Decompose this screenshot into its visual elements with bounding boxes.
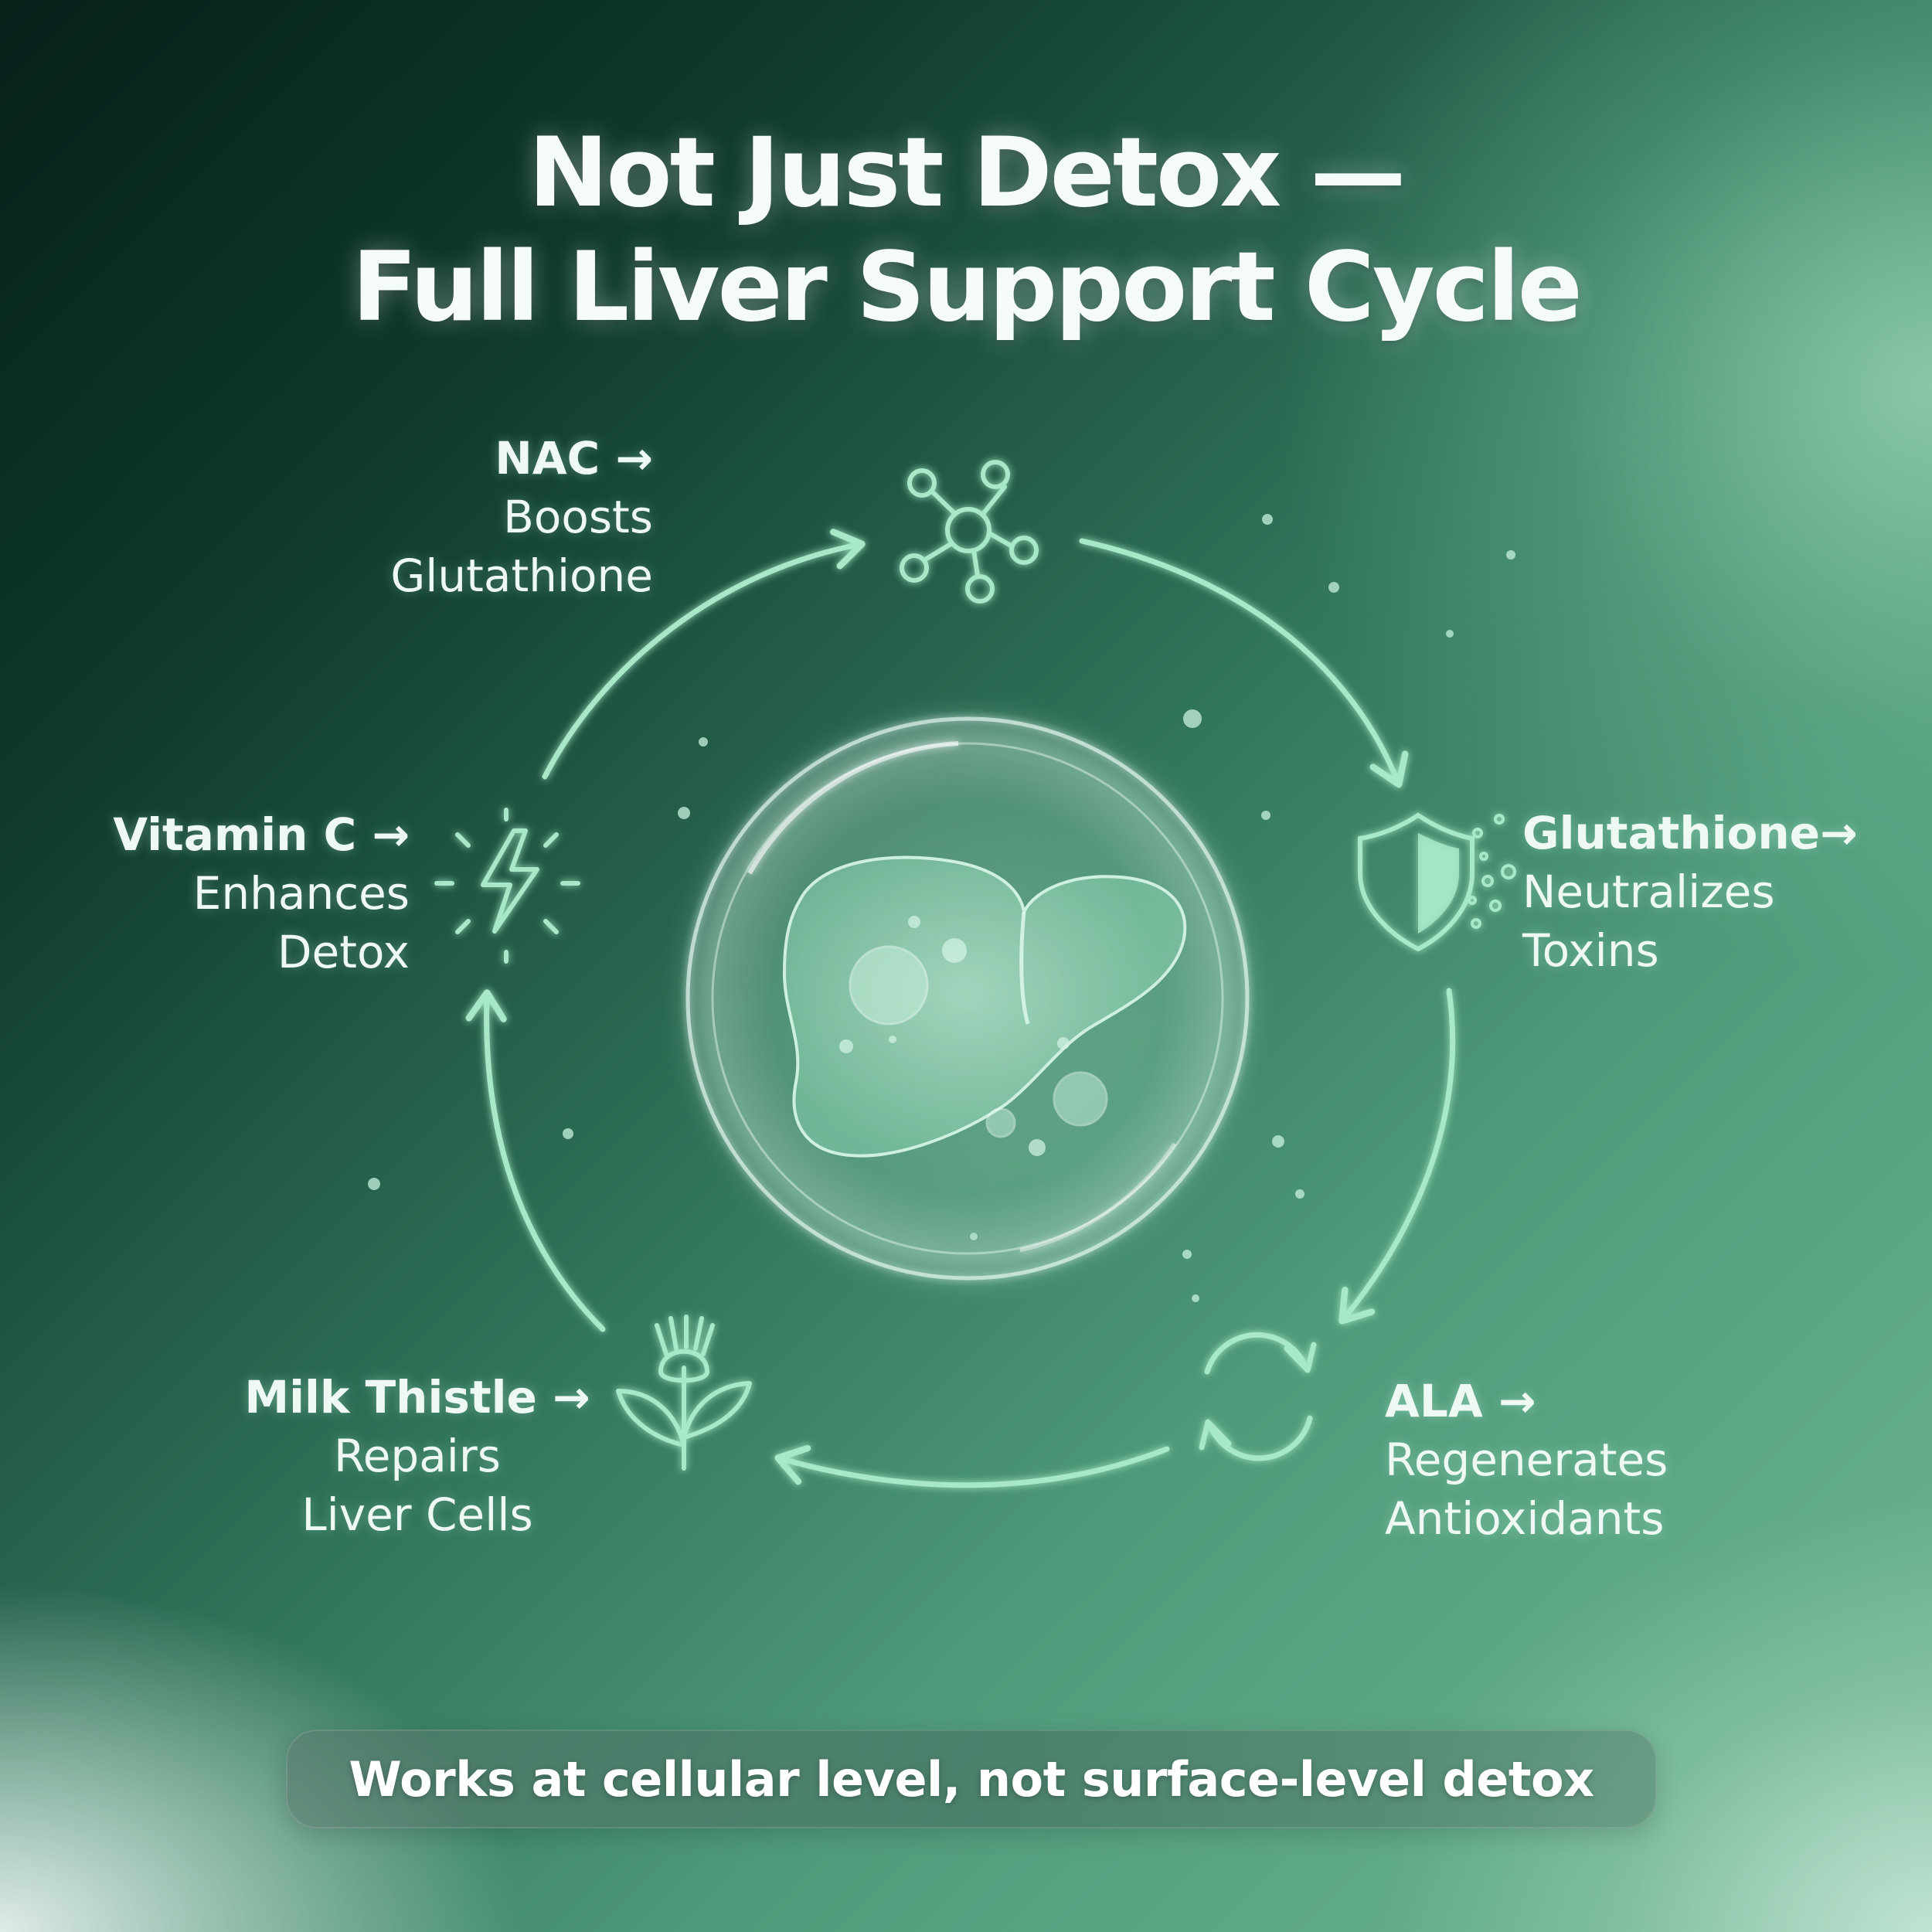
refresh-cycle-icon (1199, 1332, 1317, 1461)
step-label-glutathione: Glutathione→ Neutralizes Toxins (1522, 804, 1858, 980)
footer-banner: Works at cellular level, not surface-lev… (286, 1730, 1657, 1828)
step-ala-ingredient: ALA → (1385, 1375, 1536, 1427)
step-vitamin-c-action: Enhances (192, 867, 410, 920)
liver-icon (782, 855, 1187, 1158)
step-vitamin-c-target: Detox (277, 926, 410, 978)
title-line-2: Full Liver Support Cycle (352, 232, 1583, 343)
step-nac-ingredient: NAC → (495, 432, 653, 485)
step-vitamin-c-ingredient: Vitamin C → (113, 808, 410, 861)
arrow-nac-to-glutathione (1079, 538, 1409, 788)
arrow-ala-to-milk-thistle (774, 1444, 1170, 1488)
arrow-glutathione-to-ala (1338, 988, 1456, 1325)
step-label-ala: ALA → Regenerates Antioxidants (1385, 1372, 1668, 1548)
step-ala-action: Regenerates (1385, 1434, 1668, 1486)
title-line-1: Not Just Detox — (528, 117, 1406, 229)
step-glutathione-ingredient: Glutathione→ (1522, 807, 1858, 859)
arrow-milk-thistle-to-vitamin-c (465, 989, 606, 1332)
arrow-vitamin-c-to-nac (542, 529, 866, 780)
step-ala-target: Antioxidants (1385, 1492, 1665, 1545)
step-milk-thistle-ingredient: Milk Thistle → (244, 1371, 590, 1423)
step-label-milk-thistle: Milk Thistle → Repairs Liver Cells (216, 1368, 618, 1544)
step-label-nac: NAC → Boosts Glutathione (390, 429, 653, 605)
step-glutathione-action: Neutralizes (1522, 866, 1775, 918)
footer-banner-text: Works at cellular level, not surface-lev… (349, 1750, 1594, 1808)
step-milk-thistle-action: Repairs (334, 1430, 501, 1482)
step-glutathione-target: Toxins (1522, 924, 1659, 977)
step-nac-target: Glutathione (390, 549, 653, 602)
thistle-flower-icon (616, 1315, 752, 1471)
step-label-vitamin-c: Vitamin C → Enhances Detox (113, 805, 410, 981)
step-nac-action: Boosts (503, 491, 653, 543)
cycle-arrows (465, 529, 1456, 1488)
shield-icon (1358, 812, 1516, 952)
step-milk-thistle-target: Liver Cells (301, 1488, 533, 1541)
molecule-icon (900, 460, 1039, 604)
sparkle-dots (368, 514, 1515, 1302)
lightning-icon (434, 808, 580, 964)
